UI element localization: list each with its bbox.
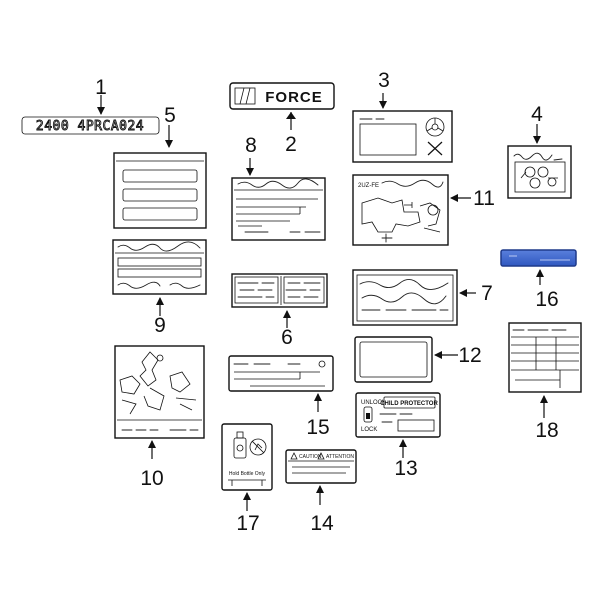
callout-14[interactable]: 14 bbox=[310, 512, 334, 535]
part-16-label-highlighted[interactable] bbox=[500, 249, 577, 267]
badge-1-text: 2400 4PRCA024 bbox=[36, 119, 144, 134]
engine-diagram-icon bbox=[520, 166, 558, 189]
callout-18[interactable]: 18 bbox=[535, 419, 558, 442]
caution-text: CAUTION bbox=[299, 454, 322, 460]
part-14-label[interactable]: CAUTION ATTENTION bbox=[285, 449, 357, 484]
callout-2[interactable]: 2 bbox=[285, 133, 297, 156]
part-10-label[interactable] bbox=[114, 345, 205, 439]
part-18-label[interactable] bbox=[508, 322, 582, 393]
part-3-label[interactable] bbox=[352, 110, 453, 163]
callout-5[interactable]: 5 bbox=[164, 104, 176, 127]
part-5-label[interactable] bbox=[113, 152, 207, 229]
part-6-label[interactable] bbox=[231, 273, 328, 308]
callout-1[interactable]: 1 bbox=[95, 76, 107, 99]
badge-2-text: FORCE bbox=[265, 89, 323, 106]
callout-17[interactable]: 17 bbox=[236, 512, 259, 535]
part-9-label[interactable] bbox=[112, 239, 207, 295]
part-2-badge[interactable]: FORCE bbox=[229, 82, 335, 110]
part-15-label[interactable] bbox=[228, 355, 334, 392]
callout-3[interactable]: 3 bbox=[378, 69, 390, 92]
part-12-label[interactable] bbox=[354, 336, 433, 383]
callout-15[interactable]: 15 bbox=[306, 416, 329, 439]
child-protector-title: CHILD PROTECTOR bbox=[380, 401, 438, 407]
callout-16[interactable]: 16 bbox=[535, 288, 558, 311]
part-4-label[interactable] bbox=[507, 145, 572, 199]
part-1-badge[interactable]: 2400 4PRCA024 bbox=[21, 116, 160, 134]
unlock-text: UNLOCK bbox=[361, 400, 386, 406]
callout-8[interactable]: 8 bbox=[245, 134, 257, 157]
vacuum-diagram-icon bbox=[361, 197, 441, 243]
callout-6[interactable]: 6 bbox=[281, 326, 293, 349]
part-7-label[interactable] bbox=[352, 269, 458, 326]
engine-code-text: 2UZ-FE bbox=[358, 183, 379, 189]
lock-text: LOCK bbox=[361, 427, 377, 433]
engine-vacuum-diagram-icon bbox=[119, 351, 197, 415]
callout-12[interactable]: 12 bbox=[458, 344, 481, 367]
warning-triangle-icon-2 bbox=[317, 452, 325, 460]
part-17-label[interactable]: Hold Bottle Only bbox=[221, 423, 273, 491]
fan-warning-icon bbox=[425, 117, 445, 156]
bottle-icon bbox=[233, 431, 247, 459]
lock-switch-icon bbox=[363, 406, 373, 423]
callout-10[interactable]: 10 bbox=[140, 467, 163, 490]
callout-13[interactable]: 13 bbox=[394, 457, 417, 480]
hold-bottle-text: Hold Bottle Only bbox=[229, 471, 266, 477]
warning-triangle-icon bbox=[290, 452, 298, 460]
callout-4[interactable]: 4 bbox=[531, 103, 543, 126]
no-touch-icon bbox=[249, 438, 267, 456]
part-13-label[interactable]: UNLOCK CHILD PROTECTOR LOCK bbox=[355, 392, 441, 438]
part-11-label[interactable]: 2UZ-FE bbox=[352, 174, 449, 246]
callout-11[interactable]: 11 bbox=[473, 187, 495, 210]
callout-9[interactable]: 9 bbox=[154, 314, 166, 337]
part-8-label[interactable] bbox=[231, 177, 326, 241]
force-logo-icon bbox=[234, 87, 256, 105]
callout-7[interactable]: 7 bbox=[481, 282, 493, 305]
attention-text: ATTENTION bbox=[326, 454, 354, 460]
